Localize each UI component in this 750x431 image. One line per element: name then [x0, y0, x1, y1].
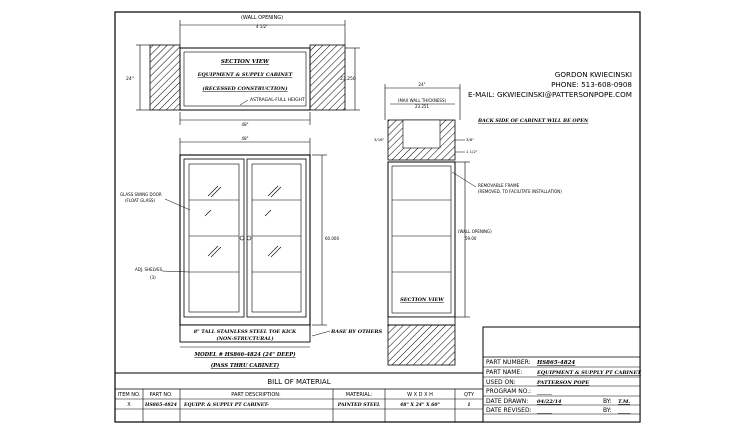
plan-dim-top: 4 1/2" [256, 24, 268, 29]
toe-kick [179, 324, 311, 343]
side-section-label: SECTION VIEW [400, 297, 445, 303]
back-side-note: BACK SIDE OF CABINET WILL BE OPEN [477, 118, 589, 124]
elev-cabinet-outline [179, 154, 311, 326]
tb-label-5: DATE REVISED: [486, 407, 532, 414]
dim-one-half: 1 1/2" [466, 149, 478, 154]
plan-title: SECTION VIEW [221, 59, 270, 65]
tb-value-0: HS865-4824 [536, 360, 575, 366]
tb-label-1: PART NAME: [486, 369, 522, 376]
side-view: 24" (MAX WALL THICKNESS) 23.251 BACK SID… [374, 82, 589, 366]
tb-value-5: ______ [536, 408, 553, 414]
bom-header-description: PART DESCRIPTION: [231, 392, 281, 398]
plan-astragal: ASTRAGAL-FULL HEIGHT [250, 97, 305, 103]
elev-dim-right: 60.000 [325, 236, 339, 241]
glass-door-note: (FLOAT GLASS) [125, 198, 155, 203]
plan-dim-left: 24" [126, 76, 134, 82]
contact-phone: PHONE: 513-608-0908 [551, 80, 632, 89]
tb-label-2: USED ON: [486, 379, 516, 386]
tb-label-3: PROGRAM NO.: [486, 388, 531, 395]
side-wall-bottom [387, 324, 456, 366]
bom-header-dims: W X D X H [407, 392, 433, 398]
glass-reflections [204, 185, 282, 258]
bom-header-item: ITEM NO. [118, 392, 141, 398]
tb-value-1: EQUIPMENT & SUPPLY PT CABINET [536, 370, 642, 376]
tb-value-3: ______ [536, 389, 553, 395]
dim-three-eighths: 3/8" [466, 137, 474, 142]
plan-view: (WALL OPENING) 4 1/2" SECTION VIEW EQUIP… [126, 15, 360, 127]
base-label: BASE BY OTHERS [330, 329, 382, 335]
side-cabinet-body [387, 161, 456, 318]
side-base [387, 316, 456, 326]
plan-wall-opening: (WALL OPENING) [241, 15, 283, 21]
model-label: MODEL # HS866-4824 (24" DEEP) [193, 351, 296, 358]
bill-of-material: BILL OF MATERIAL ITEM NO. PART NO. PART … [114, 372, 484, 423]
tb-value-4: 04/22/14 [537, 399, 562, 405]
tb-label-4: DATE DRAWN: [486, 398, 528, 405]
toe-kick-label: 8" TALL STAINLESS STEEL TOE KICK [194, 329, 297, 335]
removable-frame-note: (REMOVED, TO FACILITATE INSTALLATION) [478, 189, 562, 194]
plan-subtitle: EQUIPMENT & SUPPLY CABINET [197, 72, 294, 78]
elev-dim-top: 48" [242, 136, 249, 141]
side-wall-thickness-val: 23.251 [415, 104, 429, 109]
tb-by-value-2: _____ [617, 408, 631, 414]
plan-cabinet-outline [179, 47, 311, 111]
tb-label-0: PART NUMBER: [486, 359, 531, 366]
removable-frame-label: REMOVABLE FRAME [478, 183, 520, 188]
bom-header-part-no: PART NO. [150, 392, 173, 398]
bom-cell-description: EQUIPP. & SUPPLY PT CABINET- [183, 402, 269, 408]
contact-name: GORDON KWIECINSKI [555, 70, 632, 79]
door-handle-right [246, 235, 252, 241]
toe-kick-note: (NON-STRUCTURAL) [216, 335, 273, 342]
bom-cell-dims: 48" X 24" X 60" [400, 402, 440, 408]
front-elevation: 48" 8" TALL STAINLESS STEEL TOE KICK (NO… [120, 136, 382, 369]
side-wall-opening-val: 59.00 [465, 236, 477, 241]
contact-block: GORDON KWIECINSKI PHONE: 513-608-0908 E-… [468, 70, 632, 99]
dim-three-sixteenths: 3/16" [374, 137, 385, 142]
side-wall-thickness: (MAX WALL THICKNESS) [398, 98, 447, 103]
side-dim-top: 24" [419, 82, 426, 87]
bom-cell-qty: 1 [467, 402, 470, 408]
side-wall-opening: (WALL OPENING) [458, 229, 492, 234]
plan-dim-bottom: 48" [242, 122, 249, 127]
title-block: PART NUMBER: HS865-4824 PART NAME: EQUIP… [482, 326, 642, 423]
plan-wall-right [309, 44, 346, 111]
door-handle-left [239, 235, 245, 241]
contact-email: E-MAIL: GKWIECINSKI@PATTERSONPOPE.COM [468, 90, 632, 99]
tb-by-label-2: BY: [603, 407, 612, 414]
tb-by-label: BY: [603, 398, 612, 405]
tb-by-value: T.M. [618, 399, 630, 405]
tb-value-2: PATTERSON POPE [536, 380, 589, 386]
shelves-label: ADJ. SHELVES [135, 267, 163, 272]
plan-note: (RECESSED CONSTRUCTION) [202, 85, 288, 92]
shelves-count: (3) [150, 275, 156, 280]
glass-door-label: GLASS SWING DOOR [120, 192, 162, 197]
bom-header-qty: QTY [464, 392, 475, 398]
bom-cell-part-no: HS865-4824 [144, 402, 177, 408]
pass-thru-label: (PASS THRU CABINET) [211, 362, 280, 369]
bom-header-material: MATERIAL: [346, 392, 373, 398]
bom-cell-item: X [127, 402, 131, 408]
bom-title: BILL OF MATERIAL [267, 378, 330, 386]
bom-cell-material: PAINTED STEEL [337, 402, 381, 408]
plan-dim-right: 23.250 [340, 76, 356, 82]
plan-wall-left [149, 44, 181, 111]
